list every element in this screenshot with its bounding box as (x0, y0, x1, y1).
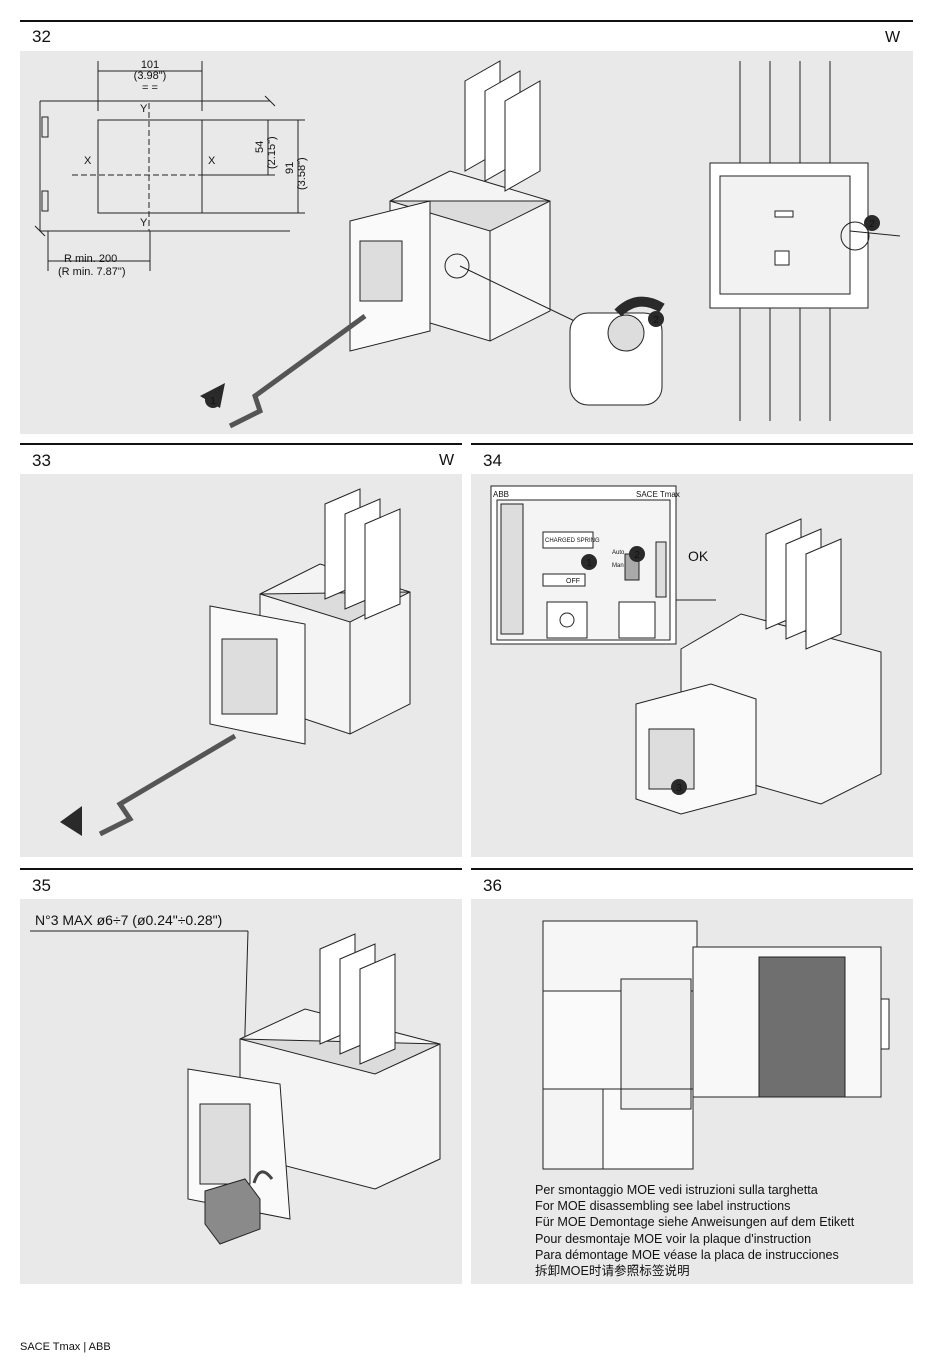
radius-in: (R min. 7.87") (58, 266, 125, 278)
figure-35-number: 35 (32, 876, 51, 895)
figure-35-panel (20, 899, 462, 1284)
charged-spring-label: CHARGED SPRING (545, 538, 600, 544)
moe-instructions: Per smontaggio MOE vedi istruzioni sulla… (535, 1182, 854, 1279)
figure-34-step3: 3 (676, 783, 682, 794)
figure-36-illustration (542, 920, 890, 1170)
moe-instruction-zh: 拆卸MOE时请参照标签说明 (535, 1264, 690, 1279)
figure-34-step1: 1 (586, 558, 592, 569)
figure-36-panel (471, 899, 913, 1284)
figure-32-rule (20, 20, 913, 22)
height1-mm: 54 (254, 141, 266, 153)
axis-x-right: X (208, 155, 216, 167)
figure-32-panel: 1 2 2 101 (3.98") = = Y Y X X 54 (2.15")… (20, 51, 913, 434)
moe-instruction-es: Para démontage MOE véase la placa de ins… (535, 1247, 839, 1262)
height1-in: (2.15") (266, 136, 278, 169)
moe-instruction-en: For MOE disassembling see label instruct… (535, 1199, 791, 1214)
pull-arrow-icon (60, 806, 82, 836)
figure-33-illustration (60, 488, 411, 837)
axis-x-left: X (84, 155, 92, 167)
figure-33-panel (20, 474, 462, 857)
figure-32-step2: 2 (653, 315, 659, 326)
axis-y-top: Y (140, 103, 148, 115)
figure-33-mark: W (439, 452, 455, 469)
auto-label: Auto (612, 550, 625, 556)
ok-label: OK (688, 548, 709, 564)
moe-instruction-it: Per smontaggio MOE vedi istruzioni sulla… (535, 1183, 818, 1197)
width-in: (3.98") (134, 70, 167, 82)
brand-label: ABB (493, 490, 509, 499)
axis-y-bottom: Y (140, 217, 148, 229)
width-mm: 101 (141, 59, 159, 71)
moe-instruction-fr: Pour desmontaje MOE voir la plaque d'ins… (535, 1231, 812, 1246)
figure-35-rule (20, 868, 462, 870)
figure-34-number: 34 (483, 451, 502, 470)
figure-36-number: 36 (483, 876, 502, 895)
figure-33-rule (20, 443, 462, 445)
figure-32-number: 32 (32, 27, 51, 46)
padlock-note: N°3 MAX ø6÷7 (ø0.24"÷0.28") (35, 912, 223, 928)
man-label: Man (612, 563, 624, 569)
figure-35-illustration (30, 930, 441, 1245)
figure-33-number: 33 (32, 451, 51, 470)
equal-marks: = = (142, 82, 158, 94)
footer-text: SACE Tmax | ABB (20, 1341, 111, 1353)
figure-32-mark: W (885, 29, 901, 46)
figure-32-step2b: 2 (869, 219, 875, 230)
height2-mm: 91 (284, 162, 296, 174)
padlock-icon (204, 1178, 261, 1245)
height2-in: (3.58") (296, 157, 308, 190)
figure-34-illustration: ABB SACE Tmax CHARGED SPRING OFF Auto Ma… (490, 485, 882, 815)
figure-32-illustration: 1 2 2 101 (3.98") = = Y Y X X 54 (2.15")… (34, 59, 901, 429)
figure-34-step2: 2 (634, 550, 640, 561)
figure-34-rule (471, 443, 913, 445)
figure-34-panel: ABB SACE Tmax CHARGED SPRING OFF Auto Ma… (471, 474, 913, 857)
radius-mm: R min. 200 (64, 253, 117, 265)
moe-instruction-de: Für MOE Demontage siehe Anweisungen auf … (535, 1215, 855, 1230)
off-label: OFF (566, 578, 580, 585)
figure-36-rule (471, 868, 913, 870)
figure-32-step1: 1 (210, 396, 216, 407)
model-label: SACE Tmax (636, 490, 680, 499)
